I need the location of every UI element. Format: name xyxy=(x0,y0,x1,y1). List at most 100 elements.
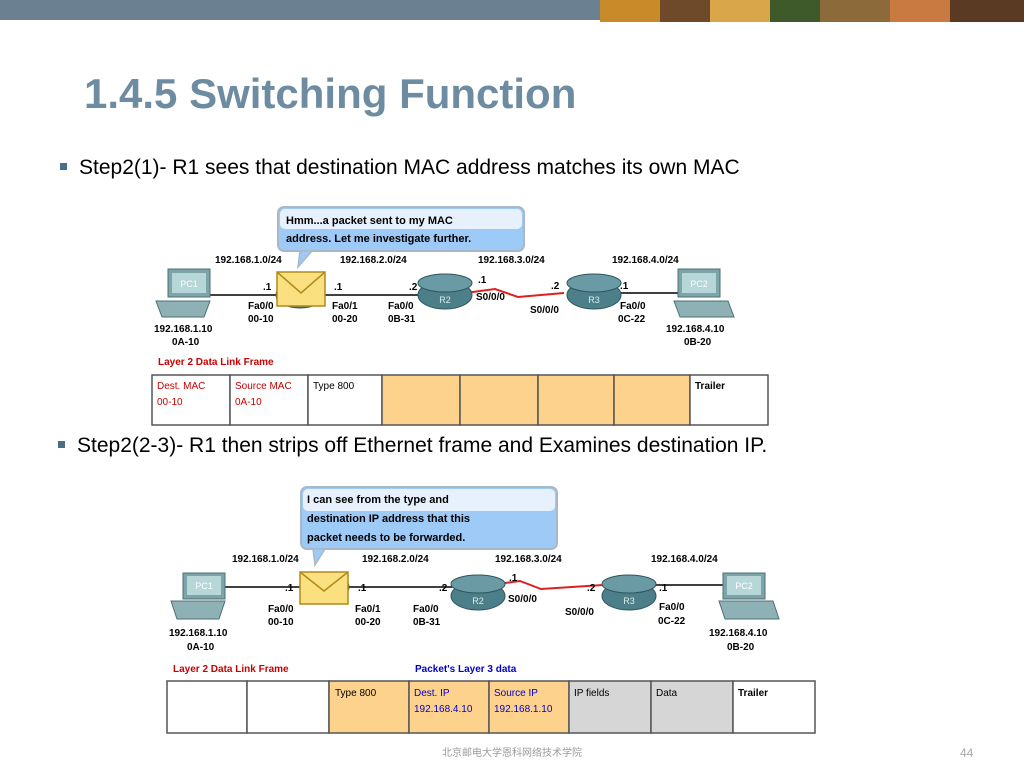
frame-src-ip-value: 192.168.1.10 xyxy=(494,704,553,715)
mac-label: 0B-31 xyxy=(413,617,441,628)
host-label: .1 xyxy=(478,275,487,286)
pc1-icon: PC1 xyxy=(155,268,211,318)
pc1-ip: 192.168.1.10 xyxy=(169,628,228,639)
network-label: 192.168.2.0/24 xyxy=(362,554,429,565)
network-label: 192.168.1.0/24 xyxy=(215,255,282,266)
callout-line-1: I can see from the type and xyxy=(307,494,449,506)
r3-label: R3 xyxy=(623,596,635,606)
frame-dest-mac-value: 00-10 xyxy=(157,397,183,408)
interface-label: S0/0/0 xyxy=(508,594,537,605)
network-label: 192.168.1.0/24 xyxy=(232,554,299,565)
r3-router-icon: R3 xyxy=(566,273,622,310)
frame-table xyxy=(151,374,769,426)
pc1-ip: 192.168.1.10 xyxy=(154,324,213,335)
host-label: .2 xyxy=(587,583,596,594)
frame-label: Layer 2 Data Link Frame xyxy=(173,664,289,675)
host-label: .2 xyxy=(409,282,418,293)
page-number: 44 xyxy=(960,746,974,760)
banner-photo-strip xyxy=(600,0,1024,22)
frame-dest-ip-value: 192.168.4.10 xyxy=(414,704,473,715)
bullet-marker xyxy=(58,440,65,448)
network-label: 192.168.4.0/24 xyxy=(612,255,679,266)
host-label: .1 xyxy=(334,282,343,293)
bullet-text: Step2(2-3)- R1 then strips off Ethernet … xyxy=(77,434,768,457)
frame-dest-mac-label: Dest. MAC xyxy=(157,381,205,392)
interface-label: Fa0/0 xyxy=(620,301,646,312)
callout-line-2: address. Let me investigate further. xyxy=(286,233,471,245)
bullet-step2-2-3: Step2(2-3)- R1 then strips off Ethernet … xyxy=(58,434,767,458)
callout-line-3: packet needs to be forwarded. xyxy=(307,532,465,544)
frame-trailer: Trailer xyxy=(695,381,725,392)
pc1-label: PC1 xyxy=(195,581,213,591)
mac-label: 0B-31 xyxy=(388,314,416,325)
network-diagram-2: I can see from the type and destination … xyxy=(166,486,816,734)
slide-title: 1.4.5 Switching Function xyxy=(84,70,577,117)
interface-label: Fa0/0 xyxy=(659,602,685,613)
callout-bubble: I can see from the type and destination … xyxy=(300,486,558,568)
frame-src-mac-value: 0A-10 xyxy=(235,397,262,408)
interface-label: S0/0/0 xyxy=(565,607,594,618)
r3-router-icon: R3 xyxy=(601,574,657,611)
frame-table xyxy=(166,680,816,734)
frame-type: Type 800 xyxy=(313,381,355,392)
interface-label: Fa0/0 xyxy=(268,604,294,615)
envelope-icon xyxy=(299,571,349,605)
mac-label: 00-20 xyxy=(355,617,381,628)
host-label: .2 xyxy=(551,281,560,292)
pc2-label: PC2 xyxy=(735,581,753,591)
pc2-ip: 192.168.4.10 xyxy=(666,324,725,335)
r2-router-icon: R2 xyxy=(450,574,506,611)
bullet-text: Step2(1)- R1 sees that destination MAC a… xyxy=(79,156,740,179)
callout-line-2: destination IP address that this xyxy=(307,513,470,525)
r2-router-icon: R2 xyxy=(417,273,473,310)
network-label: 192.168.3.0/24 xyxy=(495,554,562,565)
host-label: .2 xyxy=(439,583,448,594)
host-label: .1 xyxy=(620,281,629,292)
mac-label: 0C-22 xyxy=(618,314,646,325)
frame-data: Data xyxy=(656,688,678,699)
host-label: .1 xyxy=(358,583,367,594)
frame-trailer: Trailer xyxy=(738,688,768,699)
pc2-mac: 0B-20 xyxy=(684,337,712,348)
callout-line-1: Hmm...a packet sent to my MAC xyxy=(286,215,453,227)
interface-label: S0/0/0 xyxy=(476,292,505,303)
pc1-label: PC1 xyxy=(180,279,198,289)
frame-dest-ip-label: Dest. IP xyxy=(414,688,450,699)
packet-label: Packet's Layer 3 data xyxy=(415,664,517,675)
r2-label: R2 xyxy=(439,295,451,305)
mac-label: 00-10 xyxy=(248,314,274,325)
envelope-icon xyxy=(276,271,326,307)
host-label: .1 xyxy=(659,583,668,594)
network-label: 192.168.4.0/24 xyxy=(651,554,718,565)
interface-label: Fa0/0 xyxy=(413,604,439,615)
network-diagram-1: Hmm...a packet sent to my MAC address. L… xyxy=(151,206,769,426)
host-label: .1 xyxy=(285,583,294,594)
mac-label: 0C-22 xyxy=(658,616,686,627)
network-label: 192.168.2.0/24 xyxy=(340,255,407,266)
interface-label: Fa0/1 xyxy=(355,604,381,615)
pc1-mac: 0A-10 xyxy=(172,337,200,348)
r3-label: R3 xyxy=(588,295,600,305)
serial-link xyxy=(449,287,565,299)
interface-label: Fa0/0 xyxy=(248,301,274,312)
pc1-mac: 0A-10 xyxy=(187,642,215,653)
bullet-marker xyxy=(60,162,67,170)
mac-label: 00-10 xyxy=(268,617,294,628)
network-label: 192.168.3.0/24 xyxy=(478,255,545,266)
pc1-icon: PC1 xyxy=(170,572,226,620)
frame-src-mac-label: Source MAC xyxy=(235,381,292,392)
frame-src-ip-label: Source IP xyxy=(494,688,538,699)
interface-label: Fa0/0 xyxy=(388,301,414,312)
bullet-step2-1: Step2(1)- R1 sees that destination MAC a… xyxy=(60,156,740,180)
host-label: .1 xyxy=(263,282,272,293)
pc2-label: PC2 xyxy=(690,279,708,289)
frame-ip-fields: IP fields xyxy=(574,688,609,699)
pc2-mac: 0B-20 xyxy=(727,642,755,653)
frame-type: Type 800 xyxy=(335,688,377,699)
interface-label: Fa0/1 xyxy=(332,301,358,312)
callout-bubble: Hmm...a packet sent to my MAC address. L… xyxy=(277,206,525,270)
footer-text: 北京邮电大学恩科网络技术学院 xyxy=(442,748,582,759)
pc2-icon: PC2 xyxy=(673,268,735,318)
mac-label: 00-20 xyxy=(332,314,358,325)
r2-label: R2 xyxy=(472,596,484,606)
